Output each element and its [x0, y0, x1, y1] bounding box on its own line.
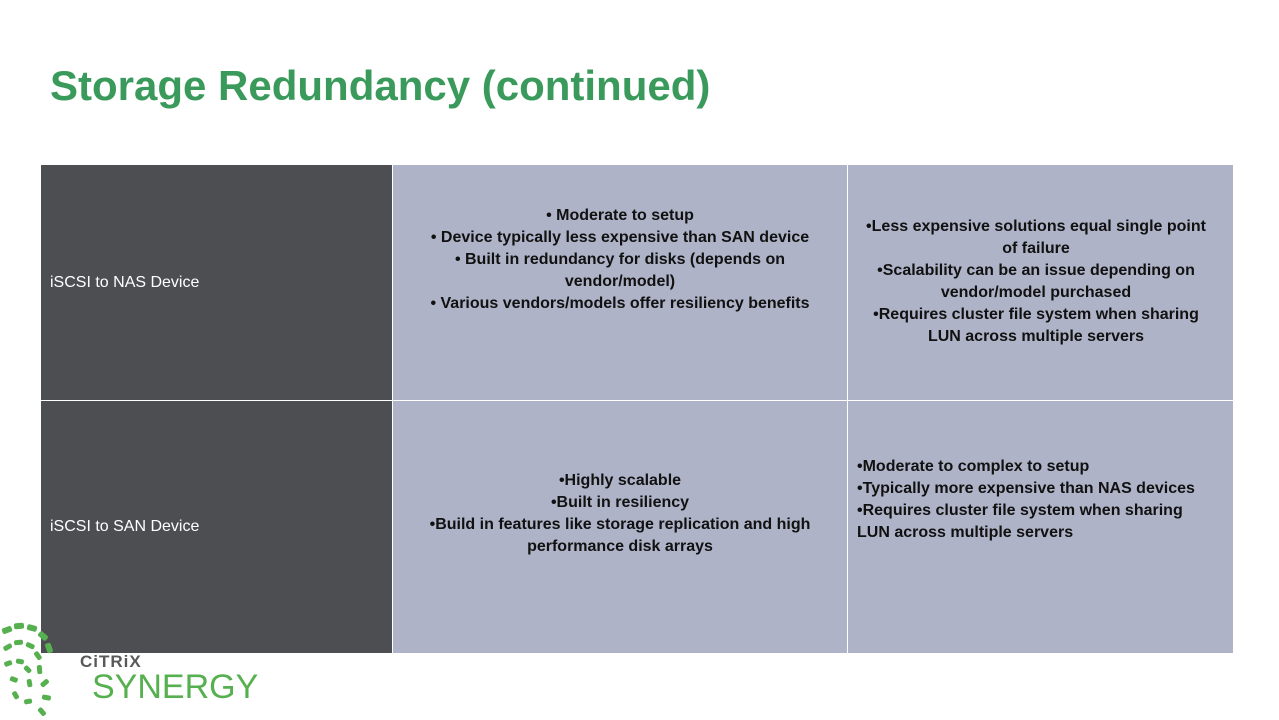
list-item: •Built in resiliency	[550, 494, 690, 511]
list-item: •Moderate to complex to setup	[857, 458, 1090, 475]
list-item: •Less expensive solutions equal single p…	[866, 218, 1206, 257]
nas-cons-cell: •Less expensive solutions equal single p…	[848, 165, 1234, 401]
san-pros-list: •Highly scalable •Built in resiliency •B…	[411, 470, 829, 558]
row-label-text: iSCSI to SAN Device	[50, 518, 200, 535]
list-item: •Highly scalable	[558, 472, 682, 489]
list-item: •Requires cluster file system when shari…	[857, 502, 1183, 541]
row-label-san: iSCSI to SAN Device	[41, 401, 393, 654]
san-pros-cell: •Highly scalable •Built in resiliency •B…	[393, 401, 848, 654]
row-label-nas: iSCSI to NAS Device	[41, 165, 393, 401]
synergy-logo-text: SYNERGY	[92, 668, 259, 706]
san-cons-cell: •Moderate to complex to setup •Typically…	[848, 401, 1234, 654]
citrix-logo-text: CiTRiX	[80, 652, 142, 671]
list-item: •Typically more expensive than NAS devic…	[857, 480, 1195, 497]
list-item: • Various vendors/models offer resilienc…	[430, 295, 810, 312]
list-item: • Moderate to setup	[546, 207, 694, 224]
list-item: • Built in redundancy for disks (depends…	[454, 251, 786, 290]
san-cons-list: •Moderate to complex to setup •Typically…	[857, 456, 1215, 544]
nas-pros-list: • Moderate to setup • Device typically l…	[411, 205, 829, 315]
slide-title: Storage Redundancy (continued)	[50, 62, 711, 109]
list-item: • Device typically less expensive than S…	[430, 229, 810, 246]
comparison-table: iSCSI to NAS Device • Moderate to setup …	[41, 165, 1234, 654]
list-item: •Scalability can be an issue depending o…	[877, 262, 1195, 301]
list-item: •Build in features like storage replicat…	[429, 516, 811, 555]
nas-pros-cell: • Moderate to setup • Device typically l…	[393, 165, 848, 401]
synergy-swirl-icon	[1, 622, 53, 716]
nas-cons-list: •Less expensive solutions equal single p…	[857, 216, 1215, 348]
row-label-text: iSCSI to NAS Device	[50, 273, 200, 291]
list-item: •Requires cluster file system when shari…	[873, 306, 1199, 345]
